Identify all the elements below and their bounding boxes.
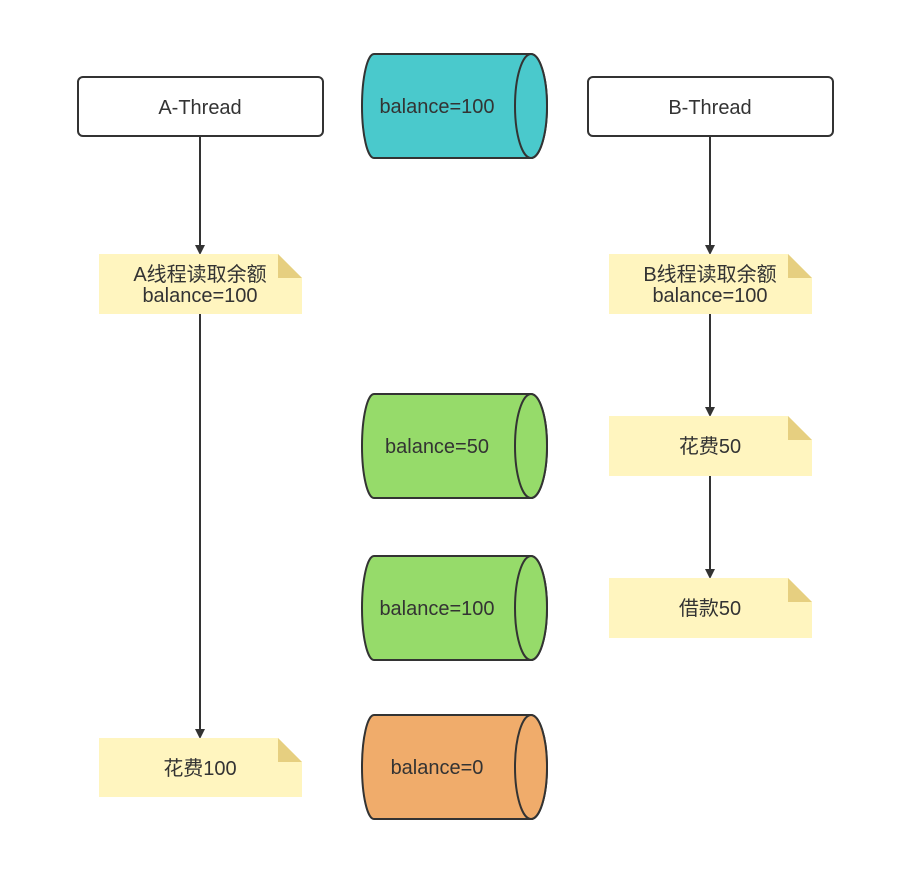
store-initial: balance=100 xyxy=(361,53,548,159)
note-b-spend-label: 花费50 xyxy=(679,435,741,458)
note-b-spend: 花费50 xyxy=(609,416,812,476)
note-a-spend: 花费100 xyxy=(99,738,302,797)
store-after-b-spend-label: balance=50 xyxy=(385,436,489,458)
note-b-read-line1: B线程读取余额 xyxy=(643,263,776,286)
note-b-read: B线程读取余额 balance=100 xyxy=(609,254,812,314)
thread-a-box: A-Thread xyxy=(77,76,324,137)
note-b-read-line2: balance=100 xyxy=(652,285,767,307)
note-a-read: A线程读取余额 balance=100 xyxy=(99,254,302,314)
thread-a-label: A-Thread xyxy=(158,97,241,119)
store-after-a-spend: balance=0 xyxy=(361,714,548,820)
note-b-borrow: 借款50 xyxy=(609,578,812,638)
note-b-borrow-label: 借款50 xyxy=(679,597,741,620)
note-a-read-line2: balance=100 xyxy=(142,285,257,307)
note-a-spend-label: 花费100 xyxy=(163,757,236,780)
store-after-b-borrow: balance=100 xyxy=(361,555,548,661)
note-a-read-line1: A线程读取余额 xyxy=(133,263,266,286)
store-initial-label: balance=100 xyxy=(379,96,494,118)
store-after-a-spend-label: balance=0 xyxy=(391,757,484,779)
thread-b-box: B-Thread xyxy=(587,76,834,137)
store-after-b-spend: balance=50 xyxy=(361,393,548,499)
store-after-b-borrow-label: balance=100 xyxy=(379,598,494,620)
thread-b-label: B-Thread xyxy=(668,97,751,119)
